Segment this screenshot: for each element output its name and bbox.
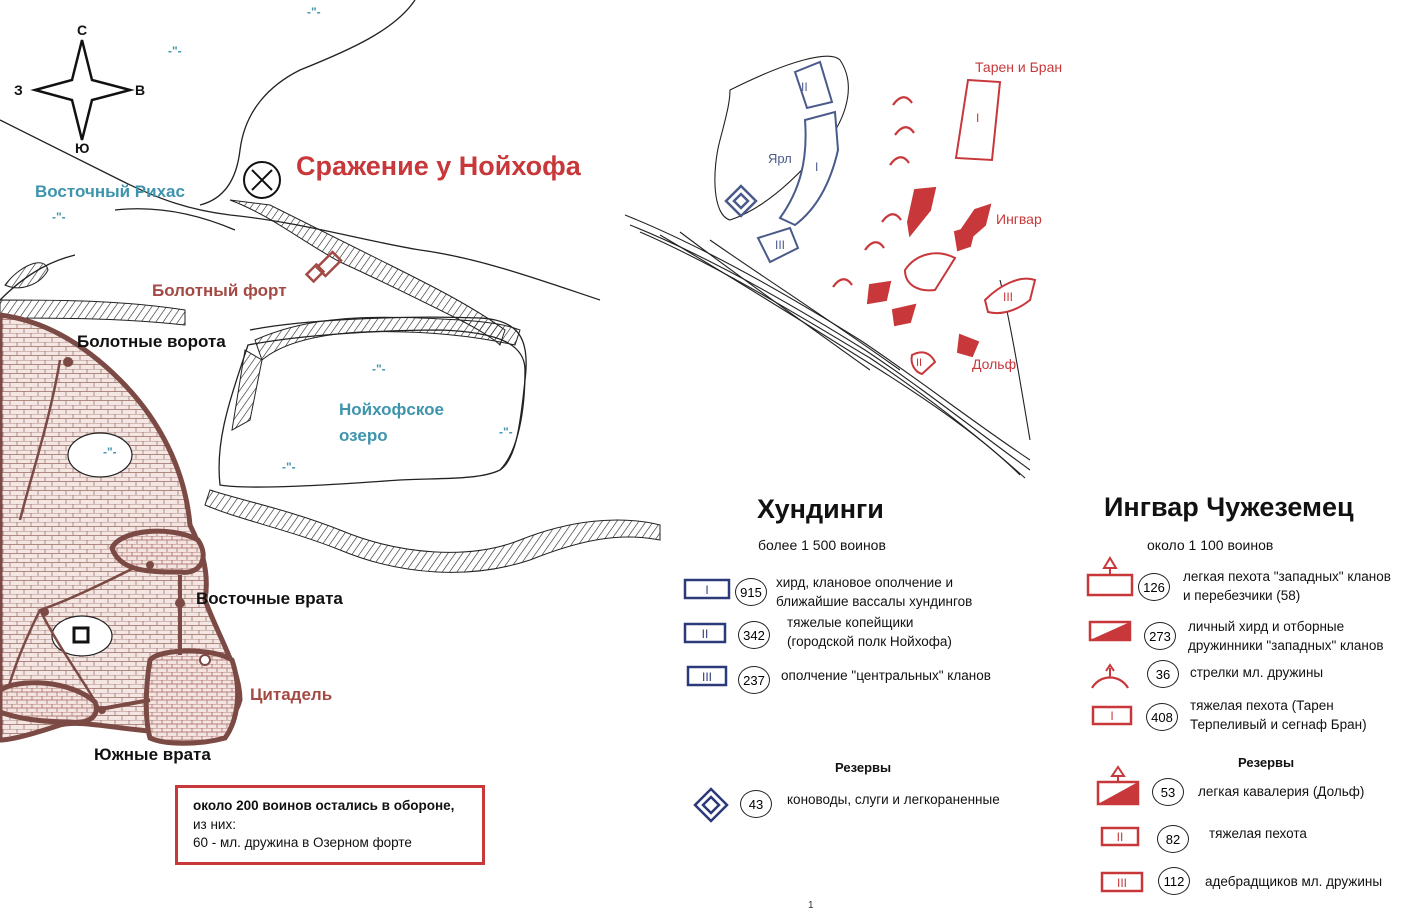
unit-roman-ii: II: [801, 80, 808, 94]
marsh-mark: -"-: [103, 445, 117, 459]
page-mark: 1: [808, 900, 814, 911]
count-badge: 43: [740, 790, 772, 818]
ingvar-unit-taren: [954, 78, 1002, 162]
map-title: Сражение у Нойхофа: [296, 151, 581, 181]
hundingi-unit-i: [778, 110, 840, 227]
marsh-mark: -"-: [499, 425, 513, 439]
gate-markers: [41, 357, 185, 714]
count-badge: 126: [1138, 573, 1170, 601]
compass-east: В: [135, 82, 146, 98]
east-gate-bastion: [109, 528, 206, 575]
compass-south: Ю: [75, 140, 90, 156]
marsh-mark: -"-: [372, 362, 386, 376]
compass-star-icon: [30, 39, 135, 141]
count-badge: 273: [1144, 622, 1176, 650]
hundingi-units: [724, 60, 840, 264]
count-badge: 237: [738, 666, 770, 694]
citadel-walls: [143, 648, 241, 746]
place-bolotnye-vorota: Болотные ворота: [77, 332, 226, 351]
svg-text:III: III: [702, 670, 712, 684]
defense-note: около 200 воинов остались в обороне, из …: [175, 785, 485, 865]
ingvar-unit-i: [903, 252, 957, 292]
reserve-diamond-icon: [693, 787, 729, 823]
svg-text:II: II: [702, 627, 709, 641]
place-lake-line1: Нойхофское: [339, 400, 444, 419]
marsh-mark: -"-: [52, 210, 66, 224]
svg-text:I: I: [1110, 709, 1113, 723]
hundingi-unit-iii: [756, 226, 800, 264]
unit-roman-iii: III: [1003, 290, 1014, 304]
south-gate-bastion: [0, 680, 99, 725]
legend-text: коноводы, слуги и легкораненные: [787, 792, 1000, 807]
hundingi-title: Хундинги: [757, 494, 884, 524]
compass-west: З: [14, 82, 23, 98]
place-vostochnye-vrata: Восточные врата: [196, 589, 343, 608]
legend-text: тяжелая пехота: [1209, 826, 1307, 841]
ingvar-subtitle: около 1 100 воинов: [1147, 537, 1274, 553]
marsh-mark: -"-: [282, 460, 296, 474]
unit-label-dolf: Дольф: [972, 356, 1017, 372]
hundingi-symbols: I II III: [683, 578, 731, 687]
ingvar-title: Ингвар Чужеземец: [1104, 492, 1354, 522]
unit-roman-iii: III: [775, 238, 786, 252]
place-lake-line2: озеро: [339, 426, 388, 445]
count-badge: 915: [735, 578, 767, 606]
ingvar-reserve-symbols: II III: [1096, 765, 1144, 893]
defense-line-1: около 200 воинов остались в обороне,: [193, 798, 455, 813]
unit-roman-i: I: [815, 160, 819, 174]
count-badge: 82: [1157, 825, 1189, 853]
battlefield-river: [624, 55, 1031, 479]
unit-roman-i: I: [976, 111, 980, 125]
defense-line-3: 60 - мл. дружина в Озерном форте: [193, 835, 412, 850]
hundingi-reserve-icon: [724, 184, 758, 218]
place-vostochny-rikhas: Восточный Рихас: [35, 182, 185, 201]
ingvar-units: [832, 78, 1037, 376]
count-badge: 53: [1152, 778, 1184, 806]
count-badge: 408: [1146, 703, 1178, 731]
marsh-hatching: [0, 199, 661, 573]
legend-text: ополчение "центральных" кланов: [781, 668, 991, 683]
keep-icon: [72, 626, 90, 644]
place-citadel: Цитадель: [250, 685, 333, 704]
ingvar-symbols: I: [1086, 556, 1134, 726]
unit-roman-ii: II: [916, 357, 923, 369]
battle-icon: [243, 161, 281, 199]
legend-text: легкая кавалерия (Дольф): [1198, 784, 1365, 799]
unit-label-ingvar: Ингвар: [996, 211, 1042, 227]
unit-label-taren-bran: Тарен и Бран: [975, 59, 1063, 75]
marsh-mark: -"-: [307, 5, 321, 19]
hundingi-reserves-title: Резервы: [835, 760, 892, 775]
count-badge: 112: [1158, 867, 1190, 895]
place-yuzhnye-vrata: Южные врата: [94, 745, 211, 764]
ingvar-unit-ii: [910, 351, 937, 376]
unit-label-yarl: Ярл: [768, 151, 792, 166]
svg-text:II: II: [1117, 830, 1124, 844]
count-badge: 36: [1147, 660, 1179, 688]
defense-line-2: из них:: [193, 817, 236, 832]
legend-text: тяжелые копейщики(городской полк Нойхофа…: [787, 615, 952, 649]
legend-text: стрелки мл. дружины: [1190, 665, 1324, 680]
svg-text:III: III: [1117, 876, 1127, 890]
bog-fort-icon: [304, 250, 343, 284]
ingvar-reserves-title: Резервы: [1238, 755, 1295, 770]
ingvar-unit-iii: [983, 277, 1037, 315]
svg-text:I: I: [705, 583, 708, 597]
place-bolotny-fort: Болотный форт: [152, 281, 287, 300]
hundingi-subtitle: более 1 500 воинов: [758, 537, 886, 553]
hundingi-unit-ii: [793, 60, 834, 110]
count-badge: 342: [738, 621, 770, 649]
compass-north: С: [77, 22, 88, 38]
inner-pond: [67, 432, 133, 478]
legend-text: адебрадщиков мл. дружины: [1205, 874, 1383, 889]
lake-outline: [218, 329, 526, 488]
marsh-mark: -"-: [168, 44, 182, 58]
